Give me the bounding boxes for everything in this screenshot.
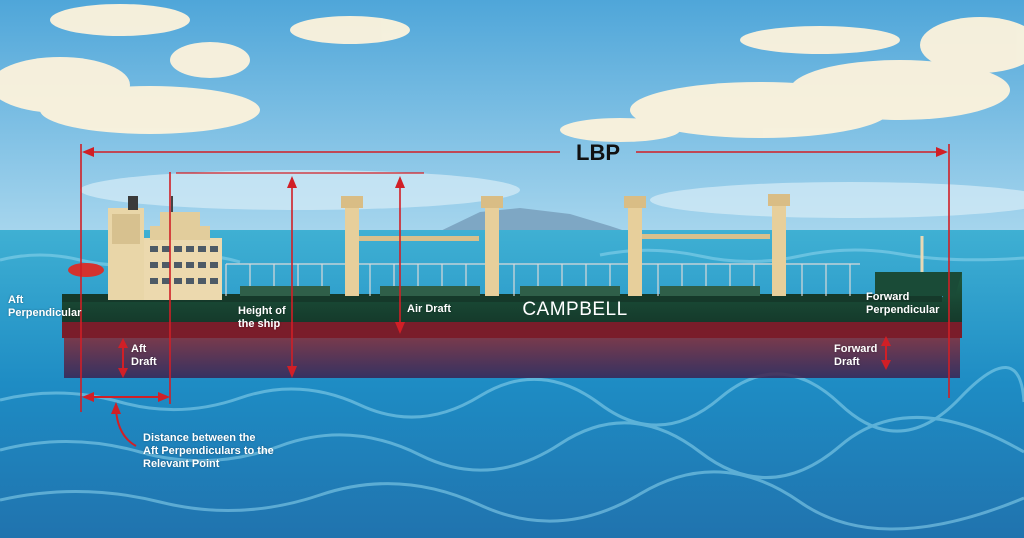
height-of-ship-label-line2: the ship xyxy=(238,318,281,330)
lbp-arrow-left xyxy=(82,147,94,157)
distance-note-line1: Distance between the xyxy=(143,432,256,444)
height-of-ship-label: Height of the ship xyxy=(238,305,286,331)
aft-draft-label-line1: Aft xyxy=(131,343,147,355)
forward-perpendicular-label: Forward Perpendicular xyxy=(866,291,939,317)
forward-perpendicular-label-line1: Forward xyxy=(866,291,910,303)
lbp-arrow-right xyxy=(936,147,948,157)
forward-draft-label-line2: Draft xyxy=(834,356,860,368)
clouds xyxy=(0,4,1024,142)
superstructure xyxy=(68,196,222,300)
haze xyxy=(80,170,1024,218)
hatch-covers xyxy=(240,286,760,296)
hull-boot-topping xyxy=(62,322,962,338)
forward-perpendicular-label-line2: Perpendicular xyxy=(866,304,940,316)
lifeboat xyxy=(68,263,104,277)
dimension-lines xyxy=(80,144,950,447)
waves xyxy=(0,248,1024,531)
height-of-ship-label-line1: Height of xyxy=(238,305,286,317)
air-draft-label: Air Draft xyxy=(407,303,452,315)
aft-perpendicular-label-line1: Aft xyxy=(8,294,24,306)
hull-underwater xyxy=(64,336,960,378)
ship-name: CAMPBELL xyxy=(522,299,628,320)
distance-note-line3: Relevant Point xyxy=(143,458,220,470)
aft-draft-label: Aft Draft xyxy=(131,343,157,369)
forward-draft-label: Forward Draft xyxy=(834,343,877,369)
distance-pointer xyxy=(115,409,137,447)
forward-draft-label-line1: Forward xyxy=(834,343,878,355)
distance-note-line2: Aft Perpendiculars to the xyxy=(143,445,274,457)
lbp-label: LBP xyxy=(576,140,620,165)
aft-perpendicular-label-line2: Perpendicular xyxy=(8,307,82,319)
deck-cranes xyxy=(341,194,790,296)
hull xyxy=(62,272,962,322)
aft-draft-label-line2: Draft xyxy=(131,356,157,368)
distance-note-label: Distance between the Aft Perpendiculars … xyxy=(143,432,274,471)
aft-perpendicular-label: Aft Perpendicular xyxy=(8,294,81,320)
distant-mountains xyxy=(430,208,640,236)
deck-edge xyxy=(62,294,942,302)
forecastle xyxy=(875,272,962,296)
